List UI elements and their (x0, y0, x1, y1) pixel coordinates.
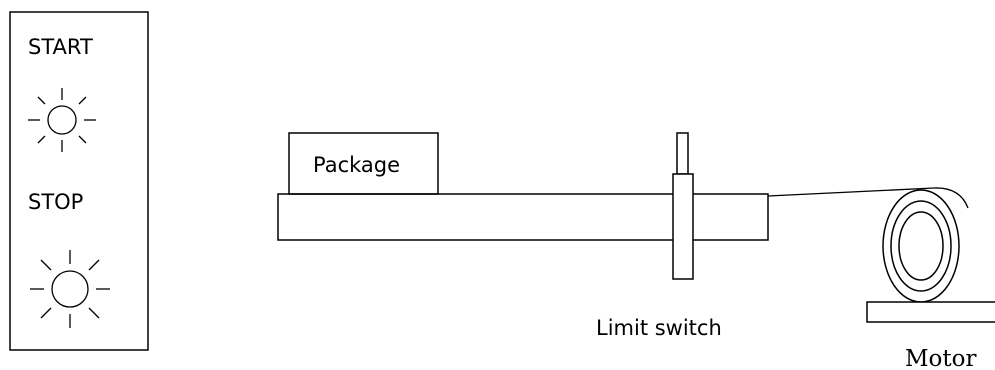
limit-switch-actuator (676, 132, 689, 175)
limit-switch-body (672, 173, 694, 280)
start-label: START (28, 35, 93, 59)
motor-icon (866, 189, 995, 323)
motor-label: Motor (905, 346, 976, 370)
conveyor-belt (277, 193, 769, 241)
stop-label: STOP (28, 190, 83, 214)
control-panel: START STOP (9, 11, 149, 351)
package-label: Package (313, 153, 400, 177)
package-box (288, 132, 439, 195)
start-lamp-icon (28, 88, 96, 152)
motor-base (866, 301, 995, 323)
drive-belt (767, 187, 969, 209)
stop-lamp-icon (30, 250, 110, 328)
package: Package (288, 132, 439, 195)
limit-switch (672, 132, 694, 280)
control-panel-frame (9, 11, 149, 351)
limit-switch-label: Limit switch (596, 316, 722, 340)
